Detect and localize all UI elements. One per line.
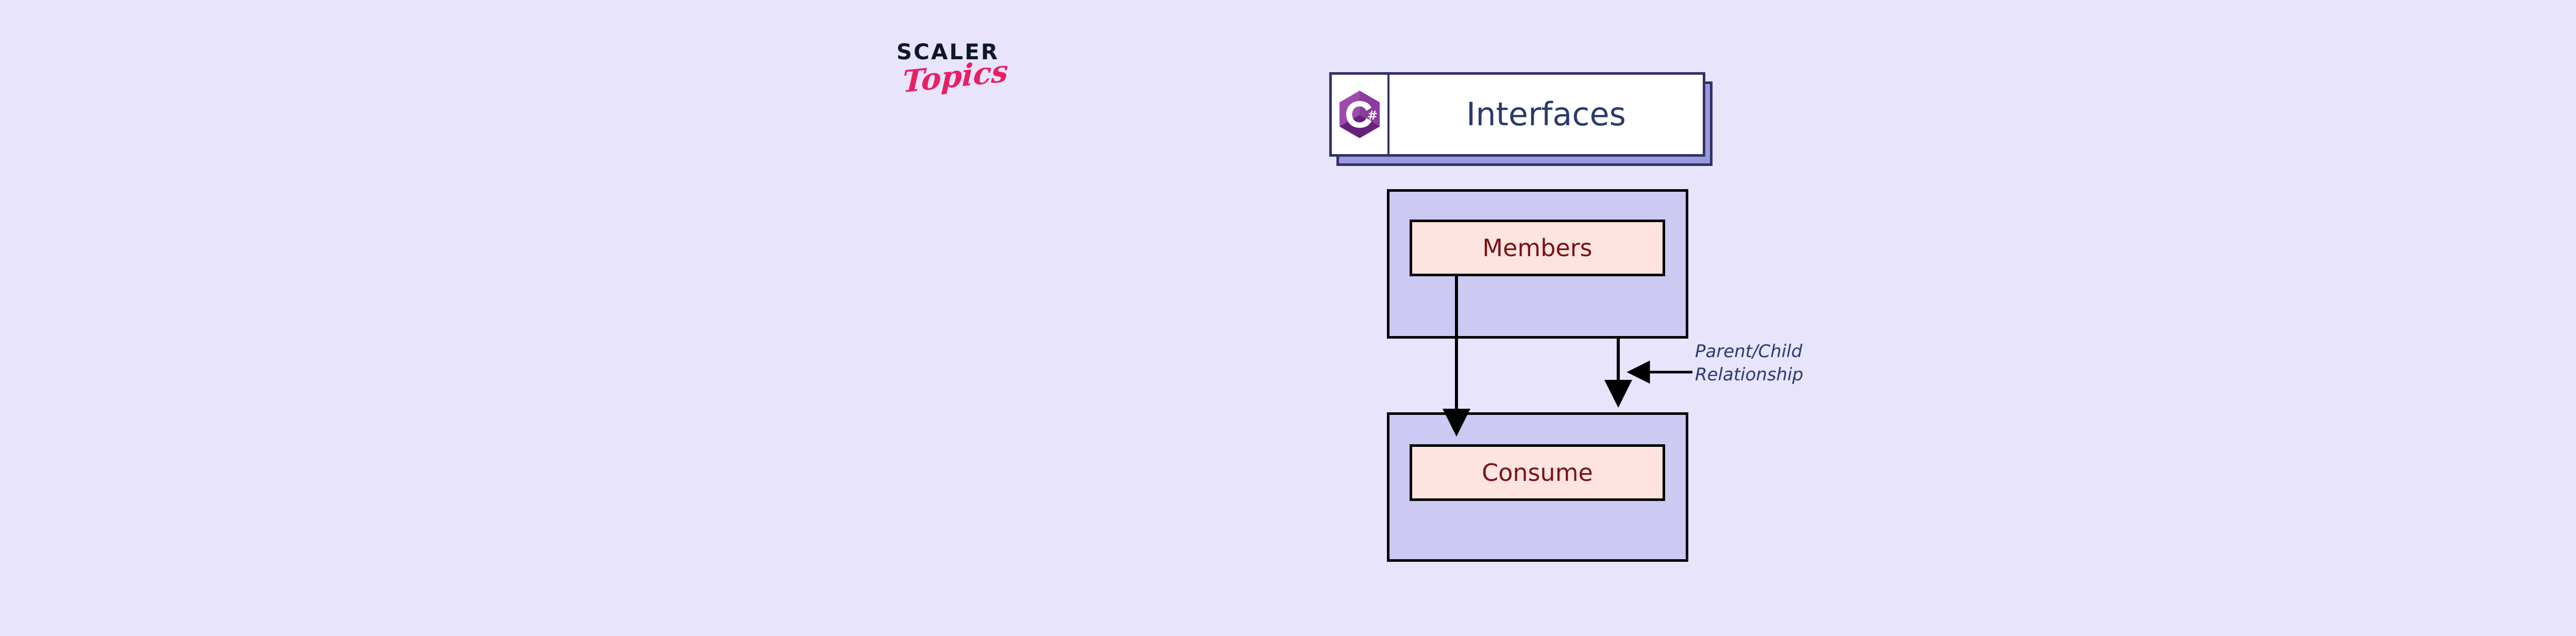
members-node: Members	[1410, 220, 1665, 276]
svg-text:#: #	[1367, 108, 1378, 123]
parent-child-relationship-line2: Relationship	[1695, 364, 1804, 385]
parent-child-relationship-label: Parent/Child Relationship	[1695, 340, 1803, 387]
scaler-topics-logo: SCALER Topics	[896, 41, 1061, 134]
parent-child-relationship-line1: Parent/Child	[1695, 341, 1803, 362]
page-title: Interfaces	[1466, 95, 1626, 133]
brand-scaler-text: SCALER	[896, 39, 999, 64]
header-title-cell: Interfaces	[1389, 75, 1703, 154]
header-card-wrapper: # Interfaces	[1329, 72, 1713, 166]
consume-node: Consume	[1410, 444, 1665, 501]
members-node-label: Members	[1482, 234, 1592, 262]
csharp-logo-icon: #	[1337, 90, 1382, 139]
consume-node-label: Consume	[1482, 459, 1593, 487]
header-card: # Interfaces	[1329, 72, 1705, 157]
header-logo-cell: #	[1332, 75, 1389, 154]
